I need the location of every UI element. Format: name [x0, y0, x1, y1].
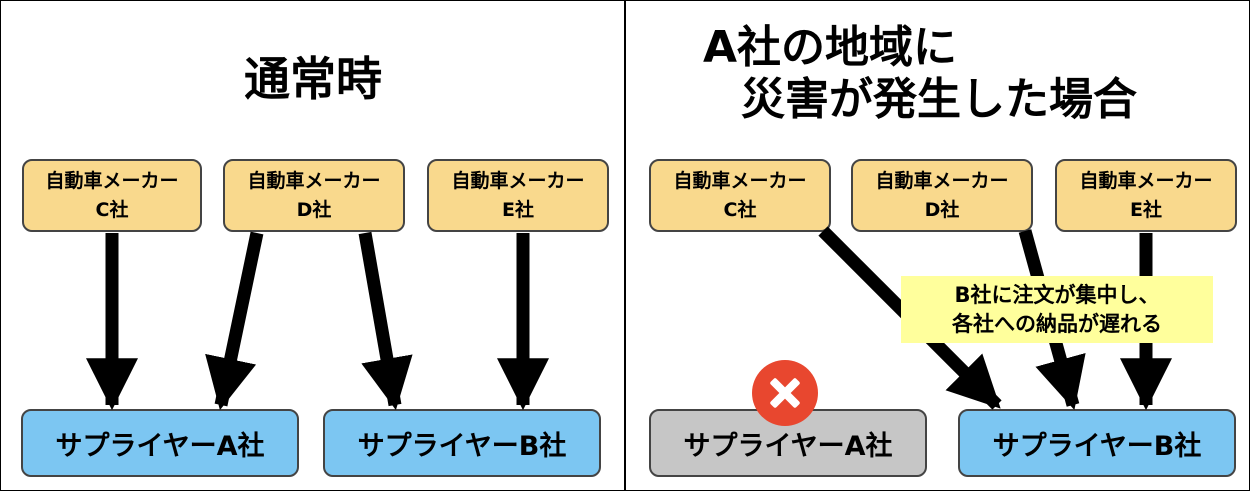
maker-label: 自動車メーカー	[45, 170, 179, 192]
left-maker-e: 自動車メーカー E社	[427, 159, 609, 232]
maker-company: C社	[95, 198, 129, 221]
right-maker-e: 自動車メーカー E社	[1055, 159, 1237, 232]
right-panel-title-line2: 災害が発生した場合	[741, 74, 1137, 125]
arrow-d-to-b	[358, 231, 413, 411]
maker-label: 自動車メーカー	[247, 170, 381, 192]
maker-label: 自動車メーカー	[673, 170, 807, 192]
maker-company: D社	[924, 198, 960, 221]
arrow-d-to-a	[205, 231, 264, 411]
panel-divider	[624, 0, 626, 491]
left-maker-d: 自動車メーカー D社	[223, 159, 405, 232]
maker-company: C社	[723, 198, 757, 221]
right-maker-c: 自動車メーカー C社	[649, 159, 831, 232]
note-line1: B社に注文が集中し、	[954, 283, 1160, 308]
right-panel-title-line1: A社の地域に	[703, 22, 958, 73]
note-line2: 各社への納品が遅れる	[952, 311, 1162, 336]
right-maker-d: 自動車メーカー D社	[851, 159, 1033, 232]
left-supplier-b: サプライヤーB社	[323, 409, 601, 477]
right-supplier-b: サプライヤーB社	[958, 409, 1236, 477]
maker-company: E社	[1130, 198, 1162, 221]
left-maker-c: 自動車メーカー C社	[22, 159, 202, 232]
maker-label: 自動車メーカー	[875, 170, 1009, 192]
maker-label: 自動車メーカー	[1079, 170, 1213, 192]
maker-company: D社	[296, 198, 332, 221]
left-panel-title: 通常時	[244, 52, 382, 106]
maker-company: E社	[502, 198, 534, 221]
concentration-note: B社に注文が集中し、 各社への納品が遅れる	[901, 276, 1213, 343]
maker-label: 自動車メーカー	[451, 170, 585, 192]
x-circle-icon	[752, 360, 818, 426]
left-supplier-a: サプライヤーA社	[21, 409, 299, 477]
